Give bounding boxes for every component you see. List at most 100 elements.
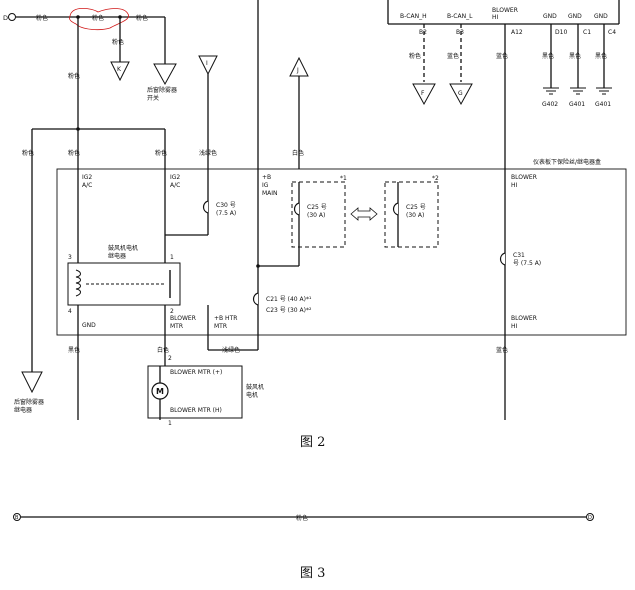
wire-color-k: 粉色 [112, 38, 124, 46]
dashed-box-star2 [384, 181, 439, 248]
connector-i-triangle [198, 55, 218, 76]
wire-color-c4: 黑色 [595, 52, 607, 60]
connector-i-label: I [206, 60, 208, 67]
fuse-c25b-label-1: C25 号 [406, 204, 426, 211]
defroster-relay-triangle [21, 371, 43, 394]
pin-code-d10: D10 [555, 29, 567, 36]
pin-name-hi: HI [492, 14, 499, 21]
connector-k-label: K [117, 66, 122, 73]
wire-color-b2: 粉色 [409, 52, 421, 60]
relay-pin-4: 4 [68, 308, 72, 315]
motor-pin-2: 2 [168, 355, 172, 362]
pin-name-gnd-1: GND [543, 13, 557, 20]
wire-color-3: 粉色 [136, 14, 148, 22]
relay-coil [75, 269, 81, 297]
connector-d-circle [8, 13, 16, 21]
pin-name-bcan-l: B-CAN_L [447, 13, 473, 20]
blower-mtr-plus-label: BLOWER MTR (+) [170, 369, 222, 376]
red-annotation-mark [69, 7, 130, 31]
defroster-relay-label-1: 后窗除雾器 [14, 398, 44, 406]
relay-pin-2: 2 [170, 308, 174, 315]
pin-name-bcan-h: B-CAN_H [400, 13, 427, 20]
connector-j-triangle [289, 56, 309, 77]
b-ig-main-1: +B [262, 174, 271, 181]
blower-motor-label-2: 电机 [246, 391, 258, 399]
wire-color-a12: 蓝色 [496, 52, 508, 60]
pin-code-b3: B3 [456, 29, 464, 36]
fuse-c21-label: C21 号 (40 A)*¹ [266, 296, 312, 303]
pin-code-c1: C1 [583, 29, 591, 36]
fuse-c25a-label-1: C25 号 [307, 204, 327, 211]
dashed-box-star1 [291, 181, 346, 248]
b-ig-main-3: MAIN [262, 190, 278, 197]
figure-3-caption: 图 3 [300, 566, 325, 581]
ig2-ac-label-2a: A/C [82, 182, 92, 189]
ig2-ac-label-1b: IG2 [170, 174, 180, 181]
connector-k-triangle [110, 61, 130, 82]
ig2-ac-label-1a: IG2 [82, 174, 92, 181]
motor-symbol-label: M [156, 387, 164, 396]
ig2-ac-label-2b: A/C [170, 182, 180, 189]
fuse-c23-label: C23 号 (30 A)*² [266, 307, 312, 314]
blower-mtr-label-2: MTR [170, 323, 183, 330]
fig3-connector-d-circle [586, 513, 594, 521]
wire-color-ig2: 粉色 [155, 149, 167, 157]
wire-color-left: 粉色 [22, 149, 34, 157]
relay-pin-3: 3 [68, 254, 72, 261]
ground-symbol-g402 [543, 87, 559, 95]
fuse-c31-symbol [499, 252, 506, 266]
wire-color-blue-a12: 蓝色 [496, 346, 508, 354]
defroster-relay-label-2: 继电器 [14, 406, 32, 414]
fig3-connector-b-label: B [15, 515, 19, 521]
pin-code-a12: A12 [511, 29, 523, 36]
fig3-connector-d-label: D [588, 515, 592, 521]
wire-color-d10: 黑色 [542, 52, 554, 60]
fuse-c25b-label-2: (30 A) [406, 212, 424, 219]
defroster-switch-triangle [153, 63, 177, 86]
fuse-c25a-symbol [293, 202, 300, 216]
fig3-wire-color: 粉色 [296, 514, 308, 522]
wire-color-black-gnd: 黑色 [68, 346, 80, 354]
connector-f-triangle [412, 83, 436, 106]
fuse-c25a-label-2: (30 A) [307, 212, 325, 219]
fuse-c31-label-2: 号 (7.5 A) [513, 260, 541, 267]
ground-symbol-g401b [596, 87, 612, 95]
fuse-c30-label-1: C30 号 [216, 202, 236, 209]
blower-hi-top-2: HI [511, 182, 518, 189]
b-htr-mtr-label-2: MTR [214, 323, 227, 330]
blower-hi-bottom-1: BLOWER [511, 315, 537, 322]
blower-relay-label-2: 继电器 [108, 252, 126, 260]
gnd-label: GND [82, 322, 96, 329]
pin-code-c4: C4 [608, 29, 616, 36]
wire-color-b3: 蓝色 [447, 52, 459, 60]
defroster-switch-label-1: 后窗除雾器 [147, 86, 177, 94]
fig3-connector-b-circle [13, 513, 21, 521]
blower-relay-label-1: 鼓风机电机 [108, 244, 138, 252]
b-ig-main-2: IG [262, 182, 269, 189]
wire-color-white-j: 白色 [292, 149, 304, 157]
wire-color-2: 粉色 [92, 14, 104, 22]
splice-dot [256, 264, 260, 268]
wire-color-c1: 黑色 [569, 52, 581, 60]
pin-name-gnd-2: GND [568, 13, 582, 20]
fuse-c25b-symbol [392, 202, 399, 216]
connector-j-label: J [296, 67, 299, 74]
connector-g-triangle [449, 83, 473, 106]
wire-color-1: 粉色 [36, 14, 48, 22]
pin-code-b2: B2 [419, 29, 427, 36]
relay-pin-1: 1 [170, 254, 174, 261]
blower-hi-bottom-2: HI [511, 323, 518, 330]
junction-box [56, 168, 627, 336]
ground-label-g401a: G401 [569, 101, 585, 108]
defroster-switch-label-2: 开关 [147, 94, 159, 102]
figure-2-caption: 图 2 [300, 435, 325, 450]
blower-mtr-label-1: BLOWER [170, 315, 196, 322]
motor-symbol [151, 382, 169, 400]
wire-color-white-mtr: 白色 [157, 346, 169, 354]
wire-color-mid: 粉色 [68, 149, 80, 157]
ground-label-g402: G402 [542, 101, 558, 108]
pin-name-blower: BLOWER [492, 7, 518, 14]
blower-motor-label-1: 鼓风机 [246, 383, 264, 391]
ground-symbol-g401a [570, 87, 586, 95]
